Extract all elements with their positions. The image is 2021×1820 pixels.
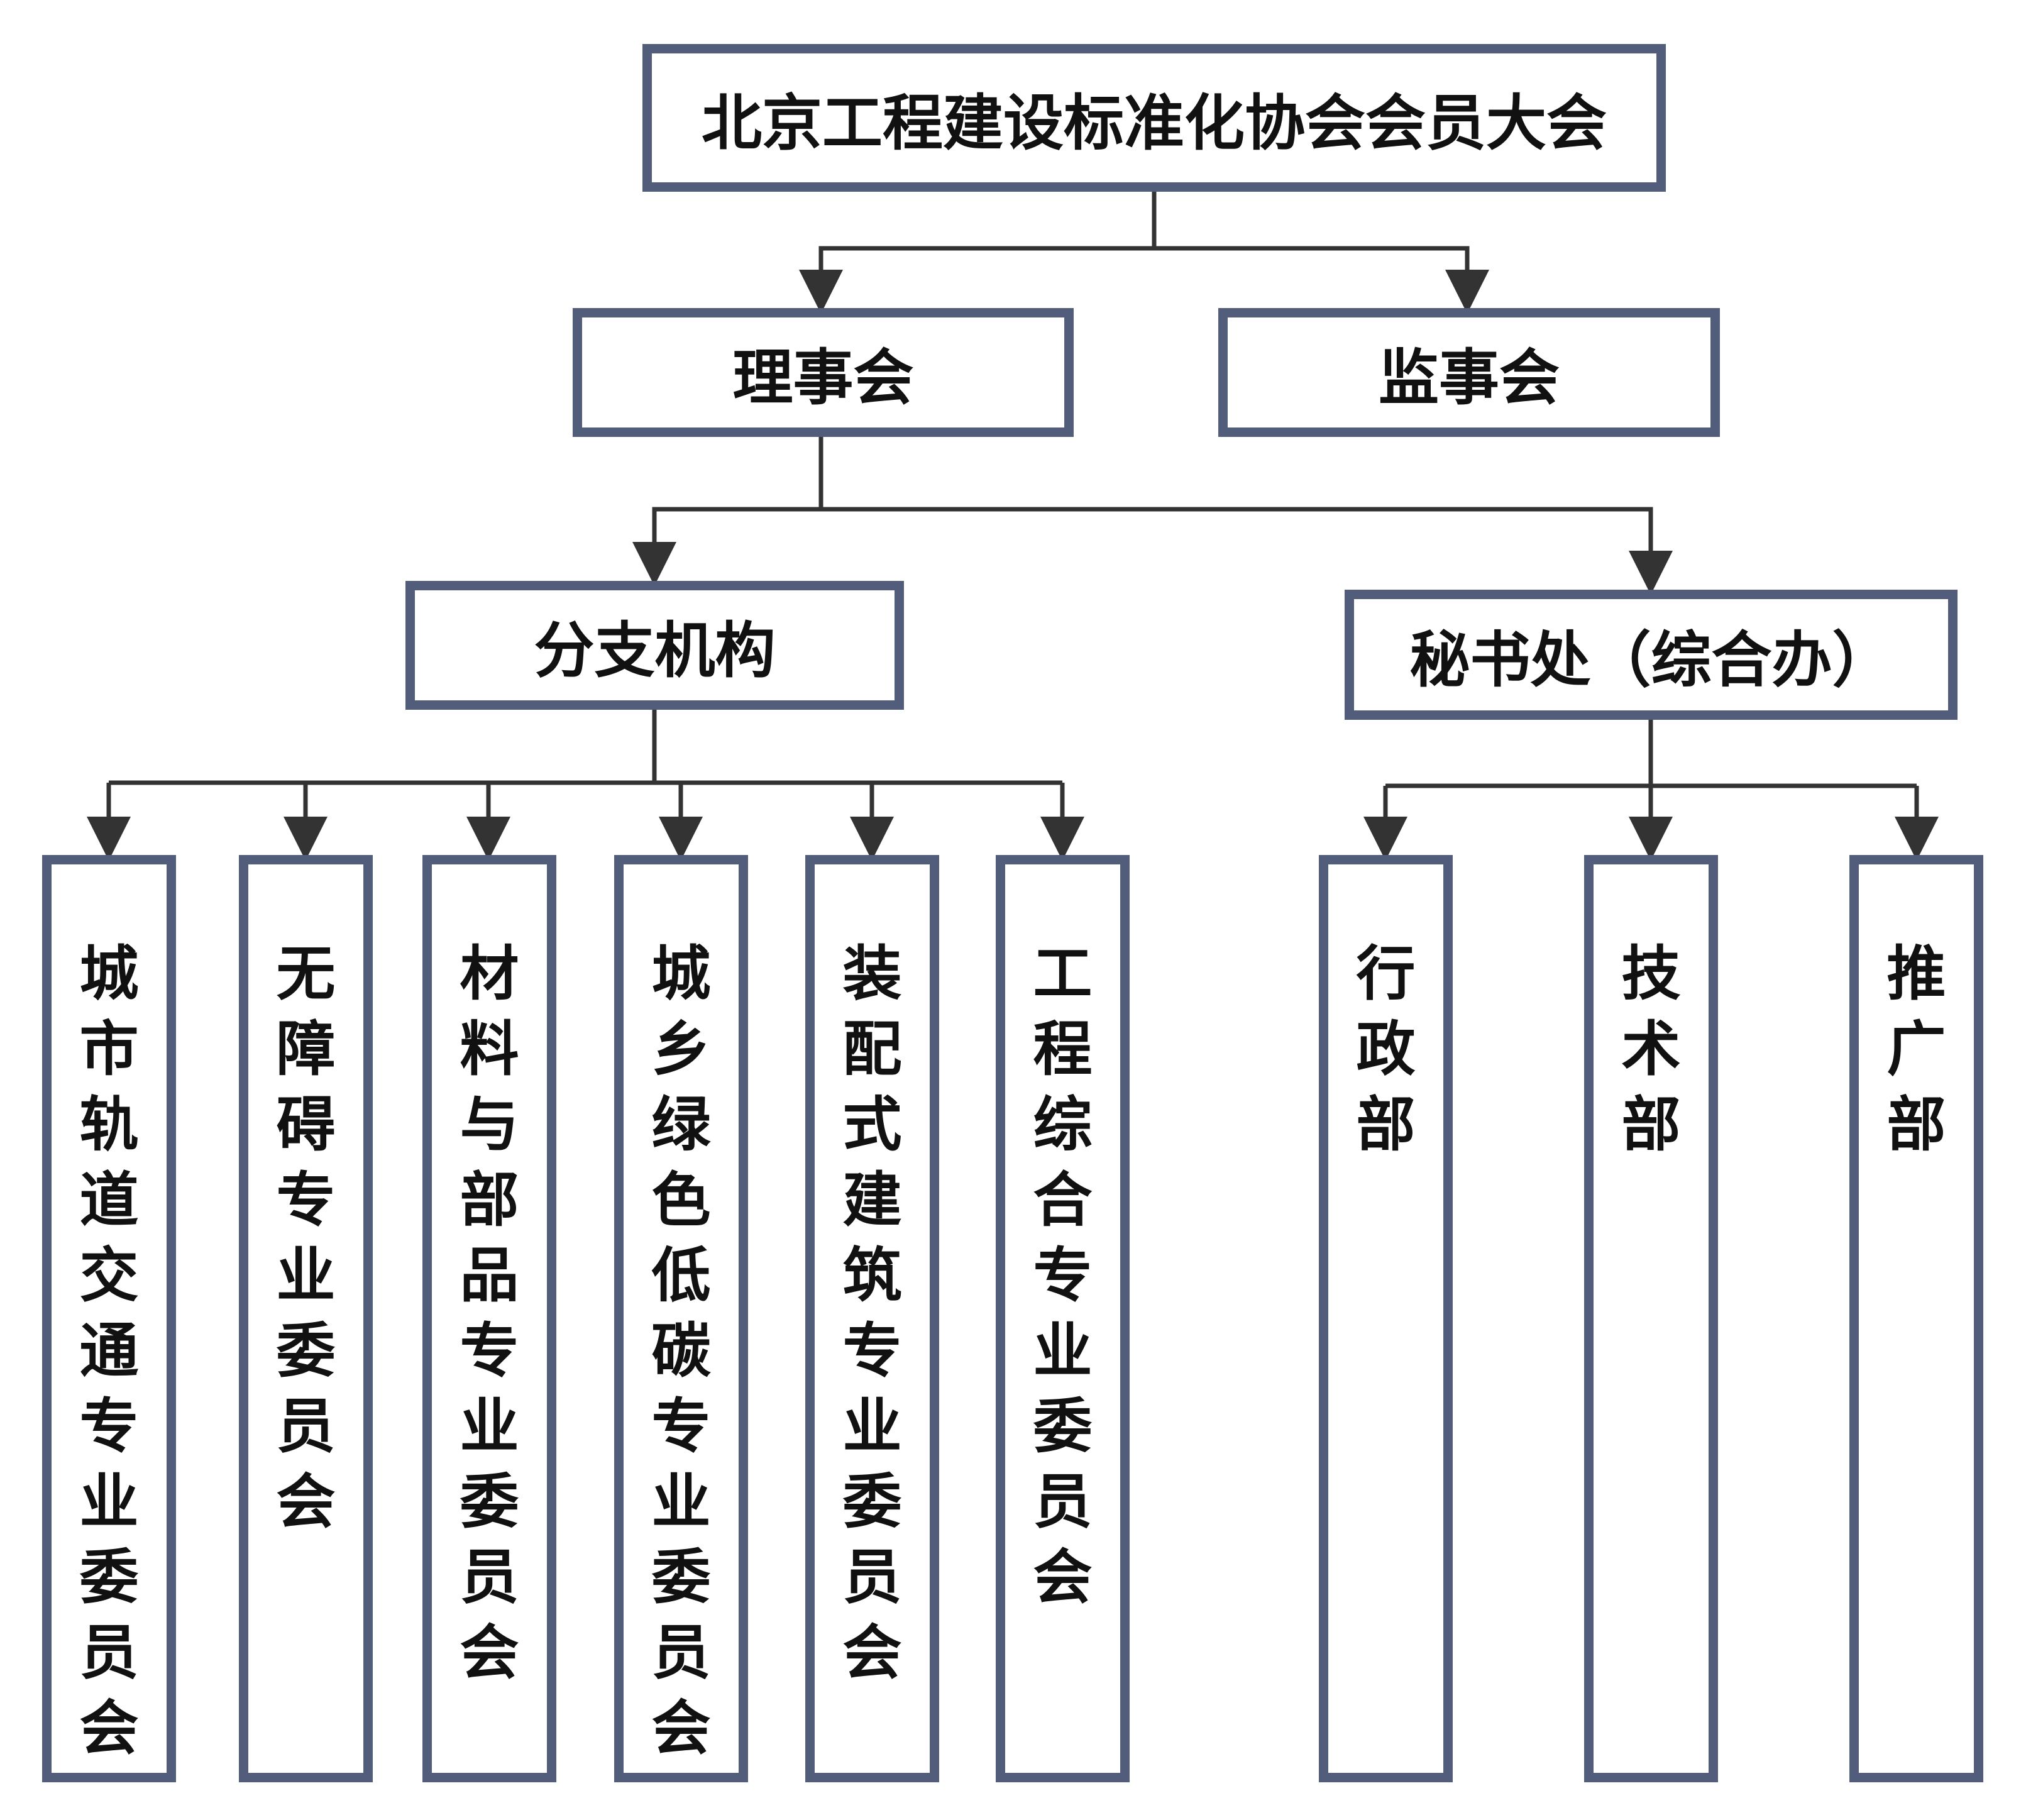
committee-box-6: 工程综合专业委员会 bbox=[996, 855, 1130, 1782]
dept-box-tech: 技术部 bbox=[1584, 855, 1718, 1782]
dept-box-promo: 推广部 bbox=[1849, 855, 1983, 1782]
line-assembly-council bbox=[799, 189, 1157, 314]
committee-box-2: 无障碍专业委员会 bbox=[239, 855, 373, 1782]
committee-box-4: 城乡绿色低碳专业委员会 bbox=[614, 855, 748, 1782]
committee-box-5: 装配式建筑专业委员会 bbox=[805, 855, 939, 1782]
committee-label-2: 无障碍专业委员会 bbox=[276, 940, 336, 1536]
supervisory-label: 监事会 bbox=[1379, 343, 1560, 413]
committee-box-3: 材料与部品专业委员会 bbox=[422, 855, 556, 1782]
dept-label-tech: 技术部 bbox=[1621, 940, 1681, 1159]
supervisory-box: 监事会 bbox=[1218, 308, 1720, 437]
committee-box-1: 城市轨道交通专业委员会 bbox=[42, 855, 176, 1782]
committee-label-1: 城市轨道交通专业委员会 bbox=[79, 940, 139, 1763]
committee-label-4: 城乡绿色低碳专业委员会 bbox=[651, 940, 711, 1763]
branches-label: 分支机构 bbox=[534, 615, 776, 686]
secretariat-box: 秘书处（综合办） bbox=[1345, 590, 1958, 720]
line-council-branches bbox=[632, 434, 823, 586]
dept-label-promo: 推广部 bbox=[1886, 940, 1946, 1159]
dept-box-admin: 行政部 bbox=[1319, 855, 1453, 1782]
committee-label-3: 材料与部品专业委员会 bbox=[460, 940, 519, 1687]
secretariat-label: 秘书处（综合办） bbox=[1409, 625, 1893, 695]
council-label: 理事会 bbox=[732, 343, 914, 413]
committee-label-5: 装配式建筑专业委员会 bbox=[842, 940, 902, 1687]
council-box: 理事会 bbox=[573, 308, 1074, 437]
committee-label-6: 工程综合专业委员会 bbox=[1033, 940, 1093, 1612]
line-assembly-supervisory bbox=[1154, 246, 1489, 314]
assembly-box: 北京工程建设标准化协会会员大会 bbox=[642, 44, 1666, 192]
branches-box: 分支机构 bbox=[405, 581, 904, 710]
assembly-label: 北京工程建设标准化协会会员大会 bbox=[702, 88, 1607, 158]
line-council-secretariat bbox=[821, 507, 1673, 595]
dept-label-admin: 行政部 bbox=[1356, 940, 1416, 1159]
